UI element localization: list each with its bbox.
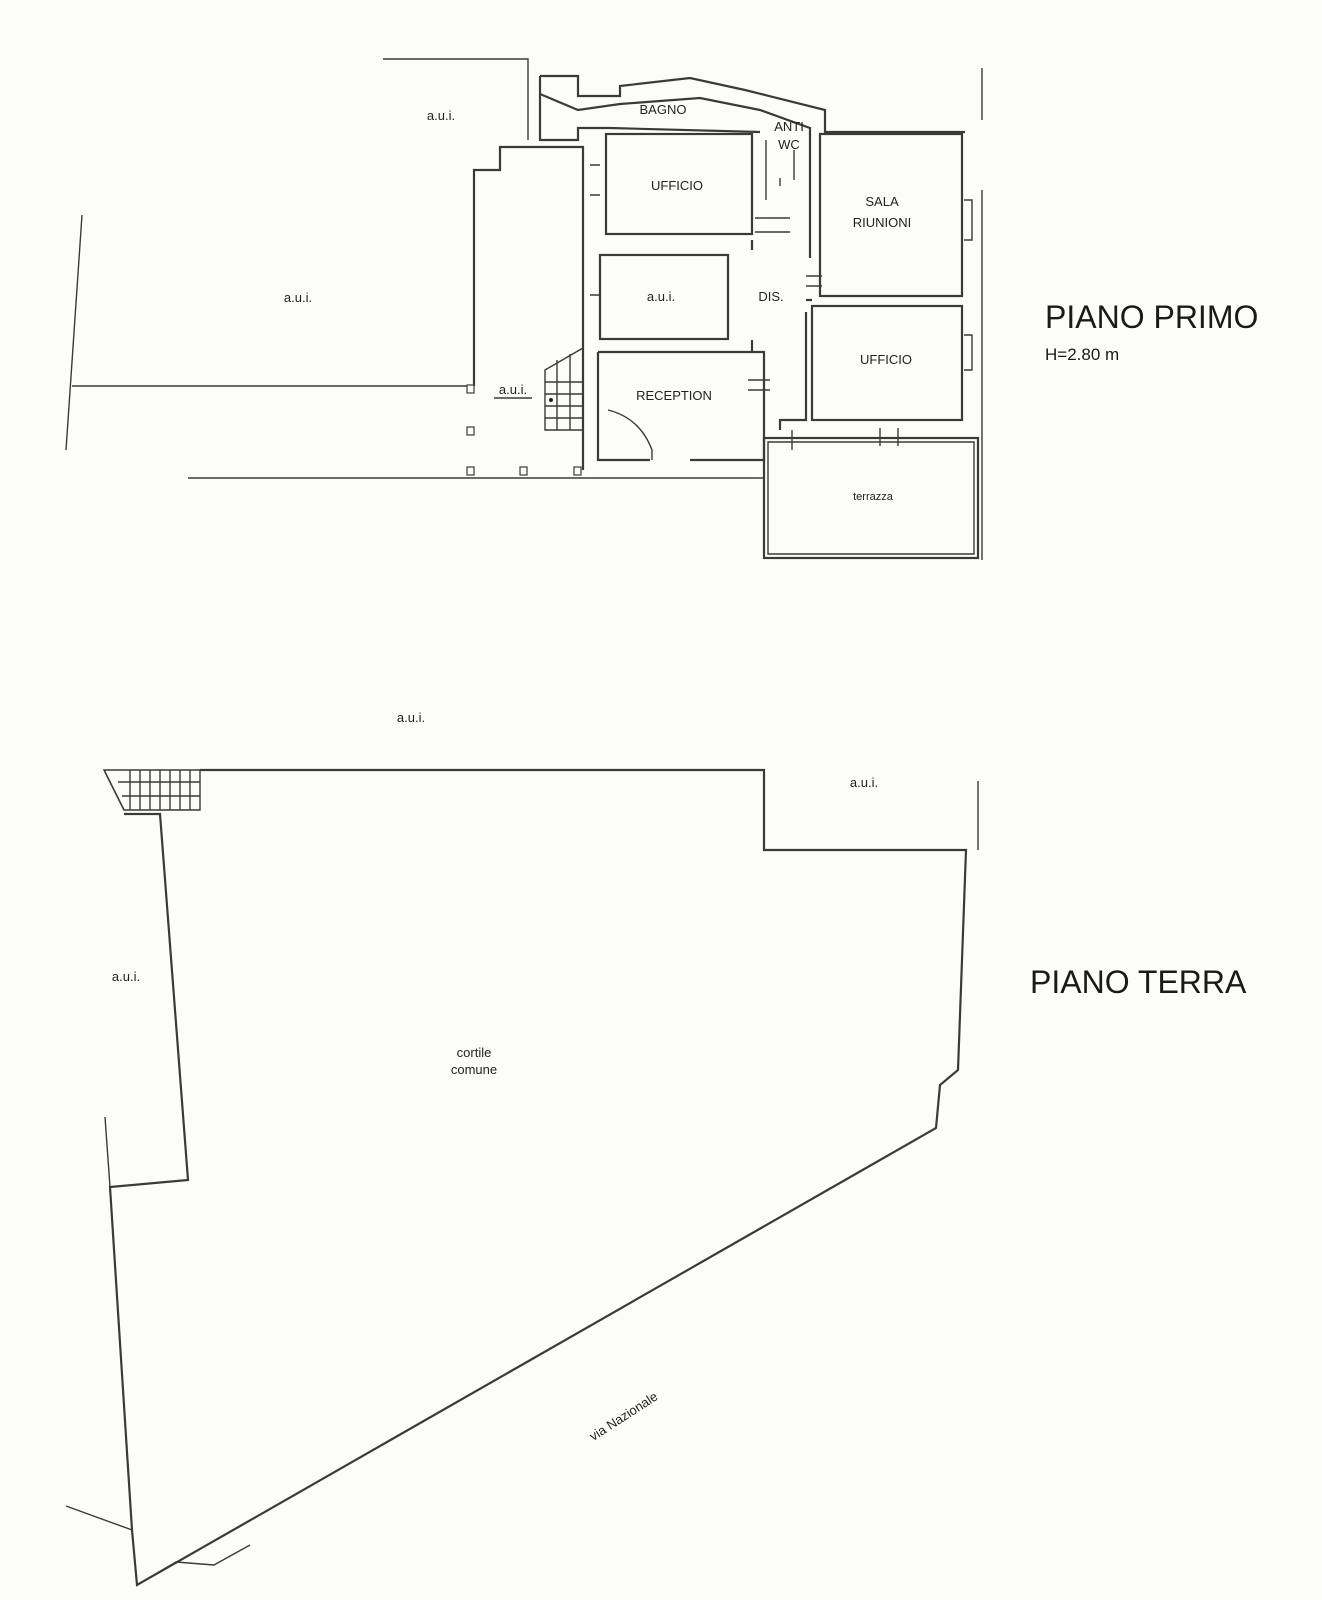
door-marks — [590, 164, 973, 391]
terrazza-doors — [791, 428, 899, 450]
label-cortile: cortile — [457, 1045, 492, 1060]
label-anti: ANTI — [774, 119, 804, 134]
label-aui-top-ground: a.u.i. — [397, 710, 425, 725]
terrazza — [762, 436, 980, 560]
courtyard-outline — [108, 768, 968, 1587]
room-sala-riunioni — [818, 132, 964, 298]
ground-floor-staircase — [102, 769, 201, 811]
label-ufficio-top: UFFICIO — [651, 178, 703, 193]
title-piano-terra: PIANO TERRA — [1030, 964, 1247, 1000]
label-wc: WC — [778, 137, 800, 152]
label-terrazza: terrazza — [853, 491, 894, 503]
top-wall-inner — [539, 92, 812, 258]
boundary-top-left — [383, 58, 529, 140]
label-aui-left-ground: a.u.i. — [112, 969, 140, 984]
height-note: H=2.80 m — [1045, 345, 1119, 364]
top-wall — [540, 74, 965, 134]
antiwc-marks — [765, 140, 795, 200]
label-bagno: BAGNO — [640, 102, 687, 117]
label-aui-top: a.u.i. — [427, 108, 455, 123]
label-dis: DIS. — [758, 289, 783, 304]
label-sala: SALA — [865, 194, 899, 209]
label-riunioni: RIUNIONI — [853, 215, 912, 230]
neighbour-wall — [472, 145, 585, 470]
label-ufficio-right: UFFICIO — [860, 352, 912, 367]
courtyard-left-edge — [104, 1116, 111, 1188]
corridor-walls — [750, 240, 812, 430]
label-aui-stair: a.u.i. — [499, 382, 527, 397]
room-ufficio-top — [604, 132, 754, 236]
label-comune: comune — [451, 1062, 497, 1077]
room-reception — [596, 350, 766, 462]
reception-door-swing — [607, 409, 653, 460]
label-via-nazionale: via Nazionale — [587, 1389, 661, 1444]
left-block — [538, 76, 761, 142]
label-aui-center: a.u.i. — [647, 289, 675, 304]
terrazza-inner — [767, 441, 975, 555]
boundary-left-edge — [65, 214, 83, 451]
room-ufficio-right — [810, 304, 964, 422]
street-edge — [65, 1505, 251, 1586]
room-aui-center — [598, 253, 730, 341]
first-floor-plan: a.u.i. a.u.i. a.u.i. BAGNO ANTI WC UFFIC… — [65, 58, 1258, 560]
first-floor-staircase — [494, 346, 584, 431]
ground-floor-plan: a.u.i. a.u.i. a.u.i. cortile comune via … — [65, 710, 1247, 1587]
label-reception: RECEPTION — [636, 388, 712, 403]
columns — [466, 384, 582, 476]
title-piano-primo: PIANO PRIMO — [1045, 299, 1258, 335]
label-aui-right-ground: a.u.i. — [850, 775, 878, 790]
label-aui-left: a.u.i. — [284, 290, 312, 305]
